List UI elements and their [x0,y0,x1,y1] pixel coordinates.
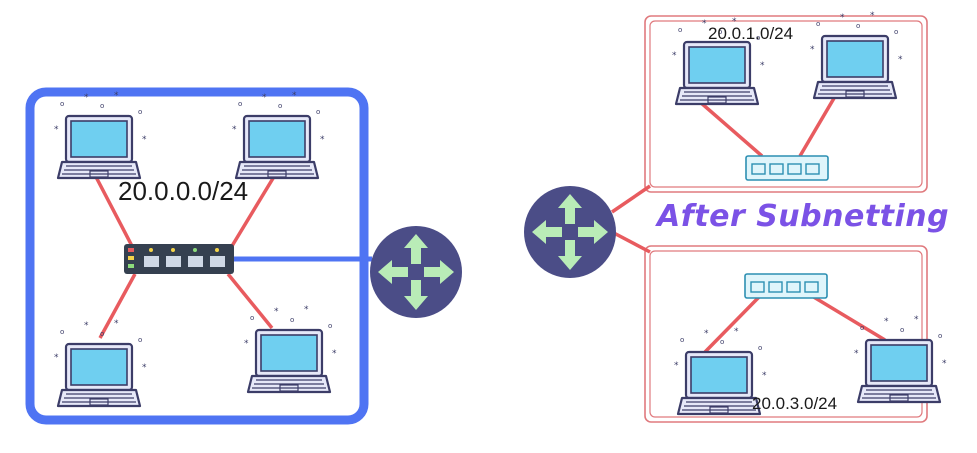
subnet-links [611,87,886,354]
laptop-icon [242,303,339,394]
main-network-label: 20.0.0.0/24 [118,176,249,206]
main-switch-icon [124,244,234,274]
subnet-box-bottom [644,245,928,423]
main-network-box [25,87,369,425]
laptop-icon [230,89,327,180]
main-network-links [93,174,277,339]
after-subnetting-title: After Subnetting [657,199,950,234]
subnet-router-icon [524,186,616,278]
subnet-3-label: 20.0.3.0/24 [752,394,838,413]
subnet-box-top [644,15,928,193]
subnet-bottom-switch-icon [744,273,828,299]
subnet-1-label: 20.0.1.0/24 [708,24,794,43]
laptop-icon [52,89,149,180]
subnet-top-switch-icon [745,155,829,181]
main-router-icon [370,226,462,318]
laptop-icon [808,9,905,100]
laptop-icon [52,317,149,408]
